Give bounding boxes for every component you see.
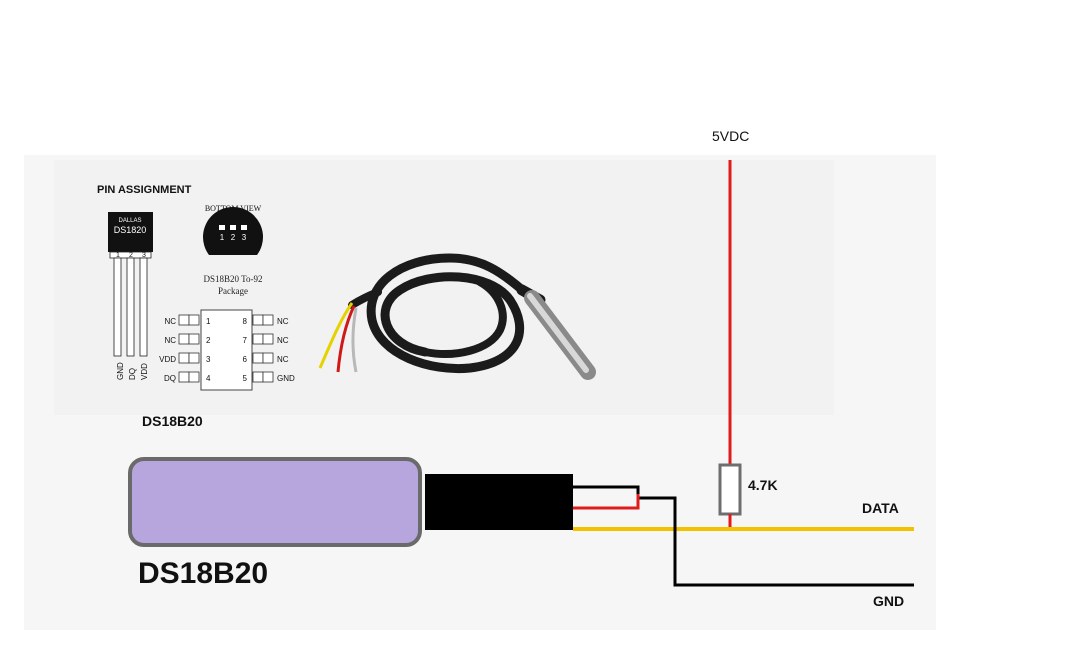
soic-pad bbox=[178, 333, 190, 345]
to92-pin-number: 3 bbox=[142, 252, 146, 259]
bottom-view-pin-number: 2 bbox=[231, 233, 236, 242]
to92-part-text: DS1820 bbox=[114, 225, 147, 235]
to92-body bbox=[108, 212, 153, 252]
soic-pad bbox=[262, 352, 274, 364]
vcc-lead bbox=[573, 494, 640, 510]
pin-assignment-heading: PIN ASSIGNMENT bbox=[97, 184, 192, 196]
soic-pad bbox=[188, 314, 200, 326]
soic-pad bbox=[262, 333, 274, 345]
bottom-view-pin-number: 1 bbox=[220, 233, 225, 242]
soic-pin-number: 6 bbox=[243, 355, 248, 364]
soic-pin-number: 3 bbox=[206, 355, 211, 364]
soic-left-pin: NC 1 bbox=[164, 314, 211, 326]
soic-pad bbox=[178, 314, 190, 326]
soic8-body bbox=[200, 309, 253, 391]
soic-pin-number: 8 bbox=[243, 317, 248, 326]
sensor-cable-jacket bbox=[425, 474, 573, 530]
soic-pin-number: 1 bbox=[206, 317, 211, 326]
to92-front-view: DALLAS DS1820 1 2 3 GND DQ VDD bbox=[108, 212, 153, 380]
soic-pad bbox=[188, 333, 200, 345]
soic-pin-number: 7 bbox=[243, 336, 248, 345]
to92-pin-number: 1 bbox=[116, 252, 120, 259]
soic-pad bbox=[252, 352, 264, 364]
sensor-probe-body bbox=[128, 457, 422, 547]
to92-pin-name: GND bbox=[116, 362, 125, 380]
soic-pad bbox=[252, 371, 264, 383]
soic-pad bbox=[252, 333, 264, 345]
soic-pin-name: NC bbox=[277, 336, 289, 345]
gnd-wire bbox=[573, 485, 914, 587]
soic-pin-name: VDD bbox=[159, 355, 176, 364]
resistor-label: 4.7K bbox=[748, 477, 778, 493]
soic-pad bbox=[178, 371, 190, 383]
to92-legs bbox=[113, 257, 148, 357]
bottom-view-pin-number: 3 bbox=[242, 233, 247, 242]
soic-pad bbox=[188, 352, 200, 364]
package-name-line2: Package bbox=[218, 286, 248, 296]
soic-right-pin: 8 NC bbox=[243, 314, 289, 326]
to92-bottom-outline bbox=[203, 207, 263, 255]
package-name-line1: DS18B20 To-92 bbox=[204, 274, 263, 284]
photo-caption: DS18B20 bbox=[142, 413, 203, 429]
soic-pad bbox=[188, 371, 200, 383]
to92-pin-name: VDD bbox=[140, 363, 149, 380]
to92-pin-name: DQ bbox=[128, 368, 137, 380]
gnd-label: GND bbox=[873, 593, 905, 609]
soic-pin-number: 4 bbox=[206, 374, 211, 383]
soic-left-pin: NC 2 bbox=[164, 333, 211, 345]
soic-pin-number: 2 bbox=[206, 336, 211, 345]
sensor-label: DS18B20 bbox=[138, 557, 269, 590]
bottom-view-pads bbox=[219, 225, 247, 230]
to92-bottom-view: BOTTOM VIEW 1 2 3 DS18B20 To-92 Package bbox=[203, 204, 263, 296]
soic-left-pin: DQ 4 bbox=[164, 371, 211, 383]
data-label: DATA bbox=[862, 500, 899, 516]
soic-right-pin: 6 NC bbox=[243, 352, 289, 364]
schematic bbox=[128, 160, 914, 587]
soic-pad bbox=[252, 314, 264, 326]
soic-right-pin: 7 NC bbox=[243, 333, 289, 345]
soic-pin-number: 5 bbox=[243, 374, 248, 383]
soic-pin-name: GND bbox=[277, 374, 295, 383]
soic-pad bbox=[178, 352, 190, 364]
supply-label: 5VDC bbox=[712, 128, 750, 144]
soic-pin-name: NC bbox=[277, 317, 289, 326]
soic-pin-name: NC bbox=[164, 336, 176, 345]
soic-pin-name: DQ bbox=[164, 374, 176, 383]
soic-right-pin: 5 GND bbox=[243, 371, 295, 383]
soic-pad bbox=[262, 371, 274, 383]
waterproof-sensor-cable-photo bbox=[318, 253, 596, 380]
to92-brand-text: DALLAS bbox=[118, 218, 141, 224]
pullup-resistor bbox=[718, 463, 742, 516]
soic-left-pin: VDD 3 bbox=[159, 352, 211, 364]
to92-pin-number: 2 bbox=[129, 252, 133, 259]
soic-pin-name: NC bbox=[164, 317, 176, 326]
soic-pad bbox=[262, 314, 274, 326]
soic-pin-name: NC bbox=[277, 355, 289, 364]
